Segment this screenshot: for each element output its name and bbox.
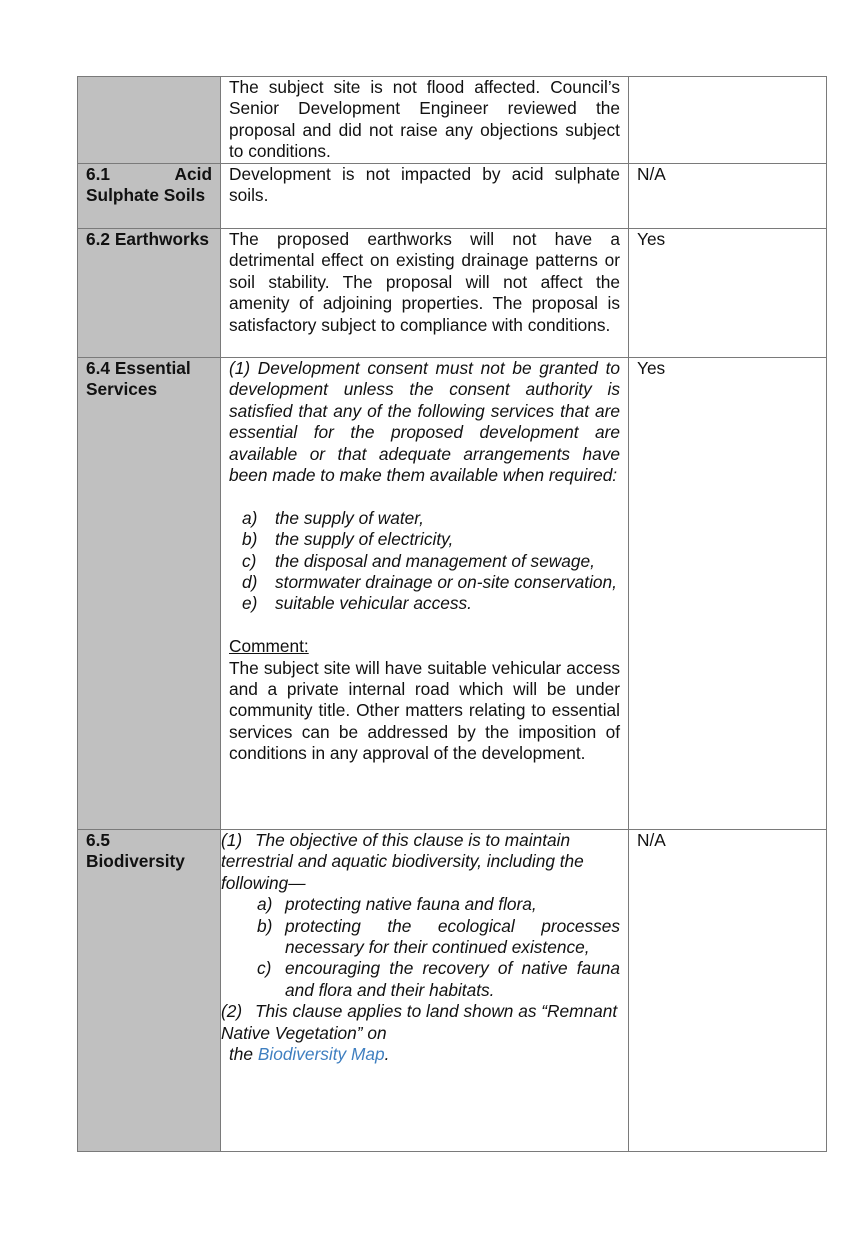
biodiversity-clause-2: (2)This clause applies to land shown as … bbox=[221, 1001, 618, 1043]
table-row-acid-sulphate-soils: 6.1 Acid Sulphate Soils Development is n… bbox=[77, 163, 827, 229]
list-item: d)stormwater drainage or on-site conserv… bbox=[242, 572, 617, 593]
flood-comment: The subject site is not flood affected. … bbox=[220, 76, 629, 164]
earthworks-comment: The proposed earthworks will not have a … bbox=[220, 228, 629, 358]
list-item: b)the supply of electricity, bbox=[242, 529, 454, 550]
row-heading-essential-services: 6.4 Essential Services bbox=[77, 357, 221, 830]
row-heading-biodiversity: 6.5 Biodiversity bbox=[77, 829, 221, 1152]
table-row-biodiversity: 6.5 Biodiversity (1)The objective of thi… bbox=[77, 829, 827, 1152]
essential-services-compliance: Yes bbox=[628, 357, 827, 830]
list-item: c)encouraging the recovery of native fau… bbox=[257, 958, 620, 1000]
list-item: c)the disposal and management of sewage, bbox=[242, 550, 595, 571]
heading-rest: Sulphate Soils bbox=[86, 185, 206, 206]
row-heading-earthworks: 6.2 Earthworks bbox=[77, 228, 221, 358]
table-row-earthworks: 6.2 Earthworks The proposed earthworks w… bbox=[77, 228, 827, 358]
biodiversity-map-line: the Biodiversity Map. bbox=[229, 1044, 390, 1065]
biodiversity-list: a)protecting native fauna and flora, b)p… bbox=[229, 894, 620, 1001]
biodiversity-clause-1: (1)The objective of this clause is to ma… bbox=[221, 830, 584, 893]
table-row-essential-services: 6.4 Essential Services (1) Development c… bbox=[77, 357, 827, 830]
row-heading-flood bbox=[77, 76, 221, 164]
acid-sulphate-compliance: N/A bbox=[628, 163, 827, 229]
biodiversity-content: (1)The objective of this clause is to ma… bbox=[220, 829, 629, 1152]
essential-services-content: (1) Development consent must not be gran… bbox=[220, 357, 629, 830]
heading-word: Acid bbox=[174, 164, 212, 184]
list-item: a)the supply of water, bbox=[242, 507, 424, 528]
essential-services-clause: (1) Development consent must not be gran… bbox=[229, 358, 620, 486]
essential-services-comment: The subject site will have suitable vehi… bbox=[229, 657, 620, 764]
earthworks-compliance: Yes bbox=[628, 228, 827, 358]
comment-label: Comment: bbox=[229, 636, 309, 657]
biodiversity-map-link[interactable]: Biodiversity Map bbox=[257, 1044, 385, 1065]
essential-services-list: a)the supply of water, b)the supply of e… bbox=[229, 508, 620, 615]
list-item: a)protecting native fauna and flora, bbox=[257, 894, 537, 915]
list-item: e)suitable vehicular access. bbox=[242, 593, 472, 614]
flood-compliance bbox=[628, 76, 827, 164]
biodiversity-compliance: N/A bbox=[628, 829, 827, 1152]
heading-number: 6.1 bbox=[86, 164, 111, 184]
acid-sulphate-comment: Development is not impacted by acid sulp… bbox=[220, 163, 629, 229]
row-heading-acid-sulphate-soils: 6.1 Acid Sulphate Soils bbox=[77, 163, 221, 229]
list-item: b)protecting the ecological processes ne… bbox=[257, 915, 620, 958]
compliance-table: The subject site is not flood affected. … bbox=[77, 76, 827, 1152]
table-row-flood: The subject site is not flood affected. … bbox=[77, 76, 827, 164]
